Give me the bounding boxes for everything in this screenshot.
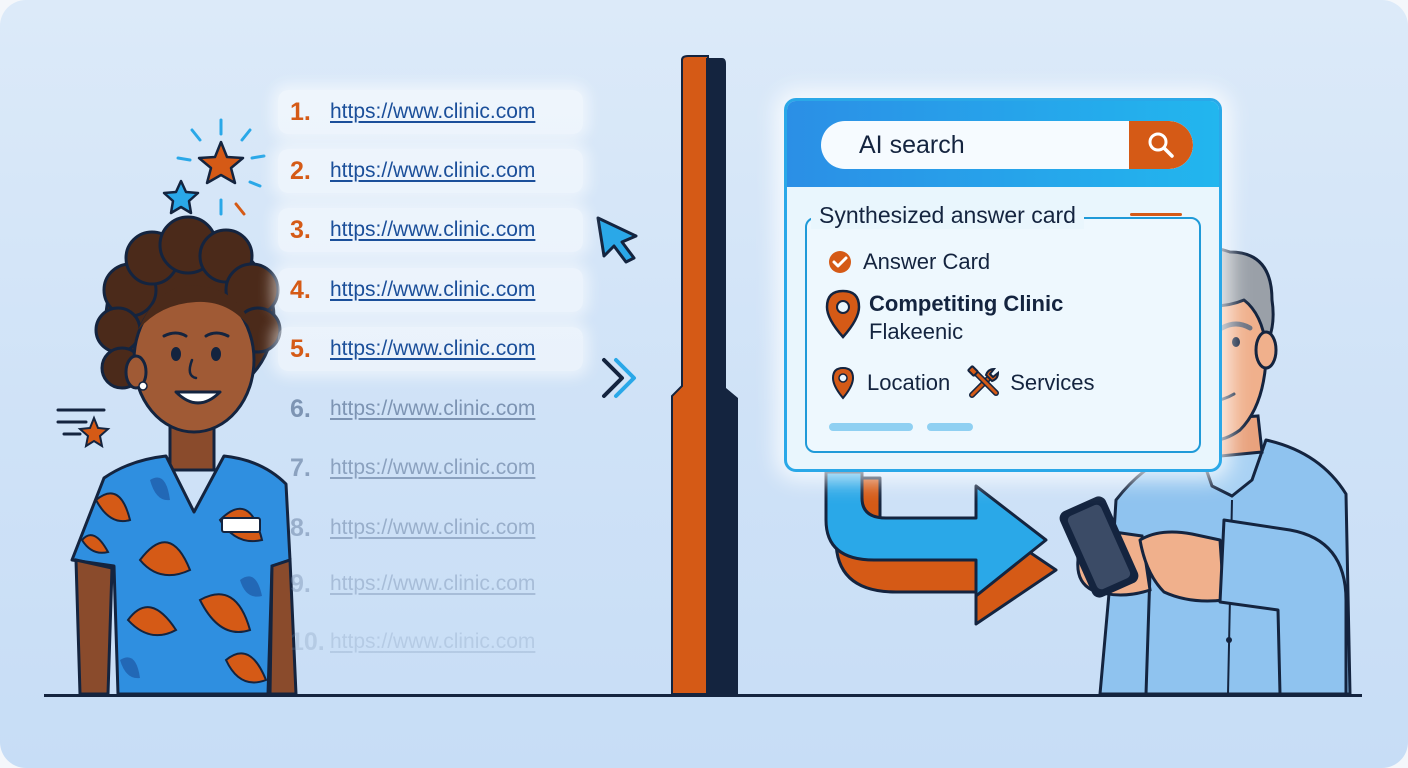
clinic-subtitle: Flakeenic: [869, 319, 964, 344]
result-rank: 7.: [290, 453, 311, 482]
location-pin-icon: [831, 366, 855, 400]
result-link[interactable]: https://www.clinic.com: [330, 159, 536, 182]
result-link[interactable]: https://www.clinic.com: [330, 516, 536, 539]
search-result-item[interactable]: 5. https://www.clinic.com: [278, 327, 583, 371]
flow-arrow: [824, 470, 1058, 626]
search-result-item[interactable]: 3. https://www.clinic.com: [278, 208, 583, 252]
search-result-item[interactable]: 8. https://www.clinic.com: [278, 506, 583, 550]
ground-line: [44, 694, 1362, 697]
clinic-row: Competiting Clinic Flakeenic: [825, 289, 1063, 345]
speed-lines-star-icon: [56, 408, 111, 449]
search-result-item[interactable]: 7. https://www.clinic.com: [278, 446, 583, 490]
result-link[interactable]: https://www.clinic.com: [330, 397, 536, 420]
center-divider: [671, 55, 738, 695]
tools-icon: [967, 365, 1000, 398]
result-link[interactable]: https://www.clinic.com: [330, 100, 536, 123]
location-pin-icon: [825, 289, 861, 339]
nurse-woman-illustration: [70, 215, 298, 696]
result-rank: 5.: [290, 334, 311, 363]
answer-card-title: Synthesized answer card: [811, 202, 1084, 229]
services-label: Services: [1010, 370, 1095, 395]
phone-icon: [1059, 496, 1139, 598]
placeholder-line: [829, 423, 913, 431]
result-rank: 4.: [290, 275, 311, 304]
search-input[interactable]: AI search: [859, 130, 965, 159]
search-result-item[interactable]: 2. https://www.clinic.com: [278, 149, 583, 193]
cursor-arrow-icon: [596, 216, 638, 264]
check-circle-icon: [829, 251, 851, 273]
result-link[interactable]: https://www.clinic.com: [330, 218, 536, 241]
search-button[interactable]: [1129, 121, 1193, 169]
ai-search-bar[interactable]: AI search: [821, 121, 1193, 169]
clinic-name: Competiting Clinic: [869, 291, 1064, 316]
search-icon: [1148, 132, 1174, 158]
result-rank: 3.: [290, 215, 311, 244]
result-link[interactable]: https://www.clinic.com: [330, 337, 536, 360]
result-rank: 1.: [290, 97, 311, 126]
result-link[interactable]: https://www.clinic.com: [330, 630, 536, 653]
result-link[interactable]: https://www.clinic.com: [330, 572, 536, 595]
sparkle-decoration: [176, 118, 266, 216]
result-link[interactable]: https://www.clinic.com: [330, 278, 536, 301]
search-result-item[interactable]: 1. https://www.clinic.com: [278, 90, 583, 134]
search-result-item[interactable]: 6. https://www.clinic.com: [278, 387, 583, 431]
title-accent-line: [1130, 213, 1182, 216]
search-result-item[interactable]: 9. https://www.clinic.com: [278, 562, 583, 606]
answer-card: [805, 217, 1201, 453]
result-rank: 9.: [290, 569, 311, 598]
ai-search-window: AI search Synthesized answer card Answer…: [784, 98, 1222, 472]
search-result-item[interactable]: 10. https://www.clinic.com: [278, 620, 583, 664]
result-rank: 2.: [290, 156, 311, 185]
details-row: Location Services: [831, 365, 1095, 401]
star-icon: [197, 140, 245, 185]
result-rank: 8.: [290, 513, 311, 542]
chevron-right-double-icon: [602, 358, 636, 398]
answer-card-row: Answer Card: [827, 249, 990, 275]
search-result-item[interactable]: 4. https://www.clinic.com: [278, 268, 583, 312]
location-label: Location: [867, 370, 951, 395]
placeholder-line: [927, 423, 973, 431]
answer-card-label: Answer Card: [863, 249, 991, 274]
star-icon: [162, 179, 200, 215]
result-link[interactable]: https://www.clinic.com: [330, 456, 536, 479]
result-rank: 10.: [290, 627, 325, 656]
result-rank: 6.: [290, 394, 311, 423]
